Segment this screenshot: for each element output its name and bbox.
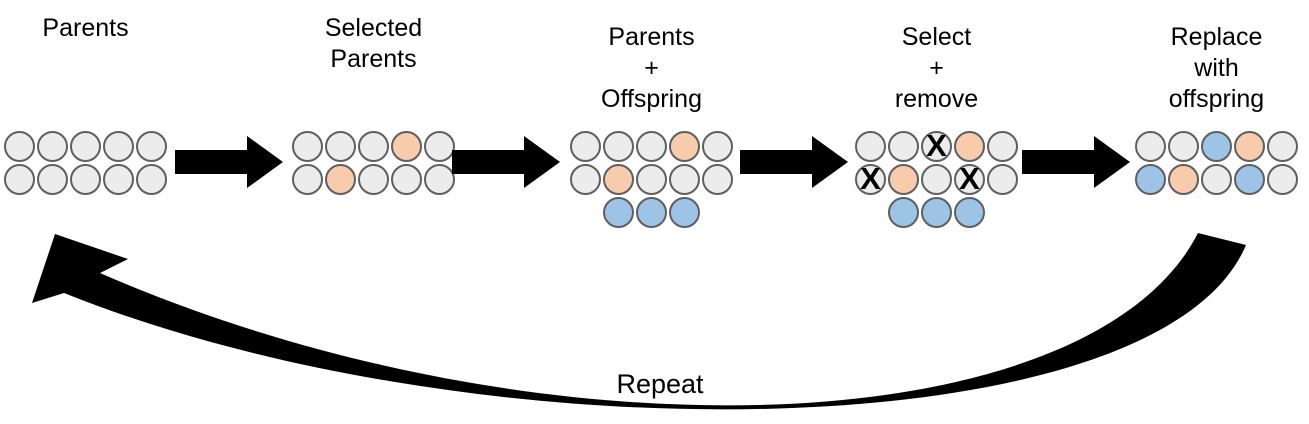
individual-circle <box>603 131 634 162</box>
individual-circle <box>70 164 101 195</box>
selected-parent-circle <box>888 164 919 195</box>
flow-arrow-3-shape <box>740 136 848 188</box>
individual-circle <box>358 164 389 195</box>
x-mark: X <box>860 161 881 196</box>
individual-circle <box>292 131 323 162</box>
individual-circle <box>702 164 733 195</box>
stage-selected-parents-label: Selected Parents <box>324 14 423 73</box>
circle-row: X <box>855 128 1020 163</box>
individual-circle <box>888 131 919 162</box>
offspring-circle <box>954 197 985 228</box>
population-grid-replace-with-offspring <box>1135 131 1300 197</box>
flow-arrow-3 <box>740 136 848 188</box>
population-grid-selected-parents <box>292 131 457 197</box>
individual-circle <box>570 164 601 195</box>
stage-selected-parents: Selected Parents <box>292 0 455 260</box>
stage-parents: Parents <box>4 0 167 260</box>
offspring-circle <box>603 197 634 228</box>
individual-circle <box>292 164 323 195</box>
offspring-circle <box>1234 164 1265 195</box>
circle-row <box>292 131 457 162</box>
offspring-row <box>603 197 735 228</box>
individual-circle <box>4 131 35 162</box>
population-grid-parents <box>4 131 169 197</box>
selected-parent-circle <box>391 131 422 162</box>
selected-parent-circle <box>1168 164 1199 195</box>
circle-row <box>292 164 457 195</box>
individual-circle <box>103 131 134 162</box>
individual-circle <box>921 164 952 195</box>
offspring-circle <box>921 197 952 228</box>
circle-row <box>1135 164 1300 195</box>
individual-circle <box>1267 164 1298 195</box>
individual-circle <box>391 164 422 195</box>
circle-row <box>4 131 169 162</box>
stage-select-plus-remove-label: Select + remove <box>894 23 979 113</box>
population-grid-parents-plus-offspring <box>570 131 735 230</box>
stage-parents-label: Parents <box>42 14 129 42</box>
stage-replace-with-offspring-label: Replace with offspring <box>1168 23 1265 113</box>
individual-circle <box>37 164 68 195</box>
individual-circle <box>136 131 167 162</box>
individual-circle <box>358 131 389 162</box>
individual-circle <box>987 131 1018 162</box>
individual-circle <box>636 131 667 162</box>
circle-row <box>570 164 735 195</box>
individual-circle-removed: X <box>954 161 985 196</box>
offspring-circle <box>1135 164 1166 195</box>
repeat-label: Repeat <box>616 369 704 399</box>
individual-circle <box>1135 131 1166 162</box>
individual-circle <box>70 131 101 162</box>
flow-arrow-4-shape <box>1022 136 1130 188</box>
individual-circle <box>1267 131 1298 162</box>
individual-circle <box>103 164 134 195</box>
individual-circle <box>37 131 68 162</box>
individual-circle <box>4 164 35 195</box>
individual-circle <box>636 164 667 195</box>
circle-row <box>1135 131 1300 162</box>
flow-arrow-2-shape <box>452 136 560 188</box>
offspring-circle <box>669 197 700 228</box>
individual-circle-removed: X <box>921 128 952 163</box>
individual-circle <box>570 131 601 162</box>
offspring-circle <box>636 197 667 228</box>
circle-row <box>570 131 735 162</box>
x-mark: X <box>926 128 947 163</box>
individual-circle <box>669 164 700 195</box>
offspring-circle <box>1201 131 1232 162</box>
circle-row <box>4 164 169 195</box>
individual-circle-removed: X <box>855 161 886 196</box>
offspring-row <box>888 197 1020 228</box>
flow-arrow-1 <box>175 136 283 188</box>
offspring-circle <box>888 197 919 228</box>
individual-circle <box>325 131 356 162</box>
individual-circle <box>424 131 455 162</box>
stage-parents-plus-offspring: Parents + Offspring <box>570 0 733 260</box>
individual-circle <box>702 131 733 162</box>
individual-circle <box>987 164 1018 195</box>
selected-parent-circle <box>325 164 356 195</box>
flow-arrow-2 <box>452 136 560 188</box>
stage-parents-plus-offspring-label: Parents + Offspring <box>601 23 702 113</box>
stage-replace-with-offspring: Replace with offspring <box>1135 0 1298 260</box>
selected-parent-circle <box>1234 131 1265 162</box>
flow-arrow-4 <box>1022 136 1130 188</box>
individual-circle <box>1201 164 1232 195</box>
individual-circle <box>136 164 167 195</box>
individual-circle <box>424 164 455 195</box>
selected-parent-circle <box>669 131 700 162</box>
selected-parent-circle <box>603 164 634 195</box>
individual-circle <box>855 131 886 162</box>
flow-arrow-1-shape <box>175 136 283 188</box>
x-mark: X <box>959 161 980 196</box>
selected-parent-circle <box>954 131 985 162</box>
individual-circle <box>1168 131 1199 162</box>
